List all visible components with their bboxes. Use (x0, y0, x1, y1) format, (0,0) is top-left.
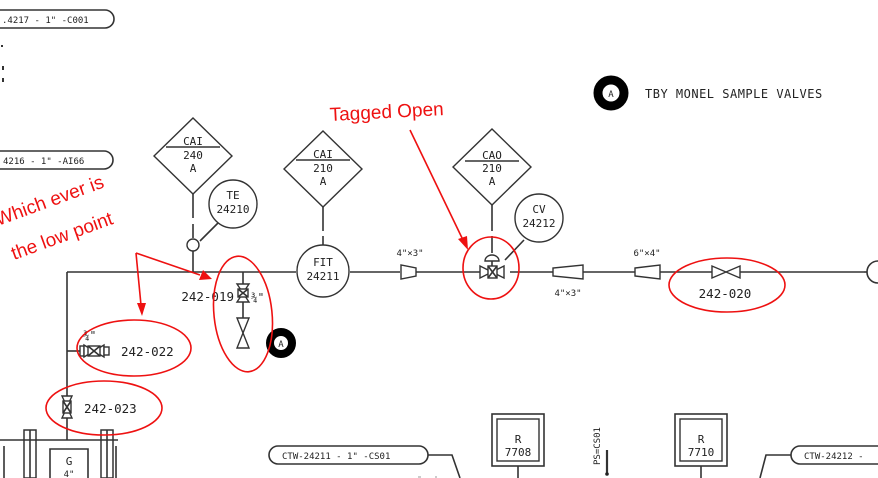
reducer-3: 6"×4" (633, 249, 661, 280)
svg-text:7708: 7708 (505, 446, 532, 459)
instrument-te-24210: TE 24210 (208, 179, 258, 229)
instrument-cao-210: CAO 210 A (451, 128, 533, 206)
valve-242-022[interactable] (79, 343, 110, 359)
sample-valve-marker-letter: A (278, 340, 284, 350)
offpage-connector (866, 260, 878, 284)
control-valve-cv-24212[interactable] (479, 264, 505, 280)
instrument-fit-24211: FIT 24211 (296, 244, 350, 298)
sample-valve-symbol-icon (593, 75, 629, 111)
svg-text:24212: 24212 (522, 217, 555, 230)
valve-242-023[interactable] (60, 395, 74, 419)
svg-text:Tagged Open: Tagged Open (329, 99, 444, 126)
svg-text:24211: 24211 (306, 270, 339, 283)
svg-text:4": 4" (64, 470, 75, 478)
svg-text:CV: CV (532, 203, 546, 216)
svg-text:CAI: CAI (183, 135, 203, 148)
svg-text:4"×3": 4"×3" (554, 289, 581, 299)
svg-text:CAI: CAI (313, 148, 333, 161)
annotation-low-point: Which ever is the low point (0, 172, 786, 436)
svg-text:CAO: CAO (482, 149, 502, 162)
valve-242-019-label: 242-019 (181, 289, 234, 304)
svg-text:TE: TE (226, 189, 239, 202)
thermowell-icon (186, 238, 200, 252)
svg-text:240: 240 (183, 149, 203, 162)
valve-242-023-label: 242-023 (84, 401, 137, 416)
line-tag-top-1-text: .4217 - 1" -C001 (2, 16, 89, 26)
svg-text:PS=CS01: PS=CS01 (593, 427, 603, 465)
legend-text: TBY MONEL SAMPLE VALVES (645, 87, 823, 101)
svg-text:A: A (190, 162, 197, 175)
valve-242-022-label: 242-022 (121, 344, 174, 359)
instrument-cai-240: CAI 240 A (152, 117, 234, 195)
svg-text:R: R (698, 433, 705, 446)
line-tag-top-2: 4216 - 1" -AI66 (0, 150, 114, 170)
valve-242-019-size: ¾" (251, 291, 264, 304)
legend-symbol-letter: A (608, 90, 614, 100)
svg-text:7710: 7710 (688, 446, 715, 459)
svg-text:R: R (515, 433, 522, 446)
legend: A TBY MONEL SAMPLE VALVES (593, 75, 823, 111)
svg-text:6"×4": 6"×4" (633, 249, 660, 259)
svg-text:A: A (320, 175, 327, 188)
instrument-cai-210: CAI 210 A (282, 130, 364, 208)
line-tag-bottom-1-text: CTW-24211 - 1" -CS01 (282, 452, 390, 462)
actuator-icon (484, 254, 500, 262)
svg-text:210: 210 (313, 162, 333, 175)
line-tag-bottom-1: CTW-24211 - 1" -CS01 (268, 445, 461, 478)
svg-text:4"×3": 4"×3" (396, 249, 423, 259)
line-tag-top-1: .4217 - 1" -C001 (0, 9, 115, 29)
line-tag-bottom-2-text: CTW-24212 - (804, 452, 864, 462)
vertical-tag: PS=CS01 (593, 427, 609, 476)
valve-242-020-label: 242-020 (699, 286, 752, 301)
svg-text:A: A (489, 175, 496, 188)
edge-marks (1, 45, 4, 82)
reducer-1: 4"×3" (396, 249, 424, 280)
instrument-cv-24212: CV 24212 (514, 193, 564, 243)
svg-text:210: 210 (482, 162, 502, 175)
svg-text:G: G (66, 455, 73, 468)
valve-242-020[interactable]: 242-020 (699, 264, 752, 301)
line-tag-bottom-2: CTW-24212 - (759, 445, 878, 478)
svg-text:24210: 24210 (216, 203, 249, 216)
equipment-g: G 4" (0, 429, 118, 478)
svg-text:FIT: FIT (313, 256, 333, 269)
sample-valve[interactable] (235, 317, 251, 349)
line-tag-top-2-text: 4216 - 1" -AI66 (3, 157, 84, 167)
box-r-7708: R 7708 (491, 413, 545, 478)
reducer-2: 4"×3" (552, 264, 584, 299)
box-r-7710: R 7710 (674, 413, 728, 478)
valve-242-019[interactable] (235, 283, 251, 303)
